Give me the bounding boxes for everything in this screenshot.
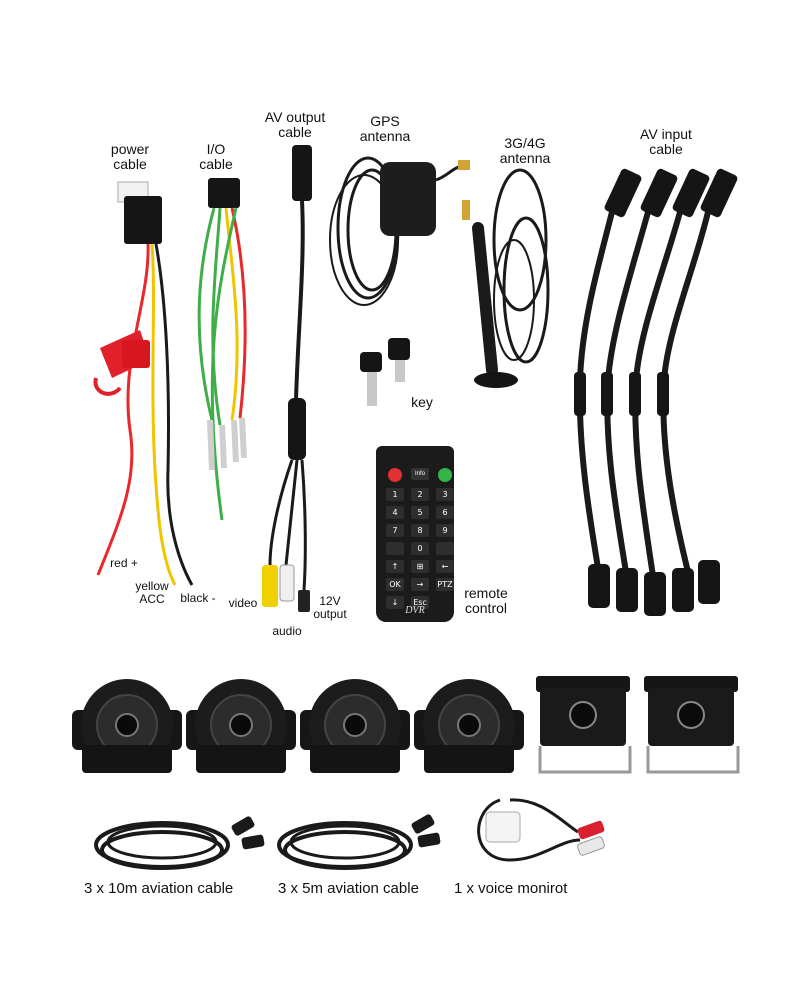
remote-key: ⊞	[411, 560, 429, 573]
dome-camera-4	[414, 679, 524, 773]
remote-key: Esc	[411, 596, 429, 609]
remote-key	[386, 542, 404, 555]
av-input-cable-image	[574, 168, 738, 616]
remote-key: ↓	[386, 596, 404, 609]
remote-key: ↑	[386, 560, 404, 573]
power-cable-image	[93, 181, 194, 586]
remote-key: 3	[436, 488, 454, 501]
3g4g-antenna-image	[462, 168, 550, 388]
remote-key: ←	[436, 560, 454, 573]
wire-red-label: red +	[110, 556, 138, 570]
remote-key: OK	[386, 578, 404, 591]
remote-info-key: Info	[411, 468, 429, 480]
remote-key: 6	[436, 506, 454, 519]
aviation-cable-5m-image	[277, 814, 441, 870]
box-camera-2	[644, 676, 740, 774]
av-output-cable-image	[262, 145, 312, 612]
key-image	[360, 338, 410, 406]
remote-green-key	[438, 468, 452, 482]
video-label: video	[228, 596, 258, 610]
remote-key	[436, 542, 454, 555]
remote-key: 7	[386, 524, 404, 537]
remote-power-key	[388, 468, 402, 482]
key-label: key	[411, 394, 433, 410]
aviation-cable-10m-caption: 3 x 10m aviation cable	[84, 880, 234, 897]
remote-key: 9	[436, 524, 454, 537]
dome-camera-2	[186, 679, 296, 773]
remote-brand: DVR	[405, 605, 425, 616]
remote-key: 4	[386, 506, 404, 519]
remote-key: 5	[411, 506, 429, 519]
aviation-cable-5m-caption: 3 x 5m aviation cable	[278, 880, 419, 897]
remote-key: 2	[411, 488, 429, 501]
voice-monitor-image	[477, 798, 605, 862]
box-camera-1	[536, 676, 632, 774]
dome-camera-3	[300, 679, 410, 773]
gps-antenna-image	[329, 156, 470, 306]
remote-key: 8	[411, 524, 429, 537]
remote-key: 1	[386, 488, 404, 501]
dome-camera-1	[72, 679, 182, 773]
wire-black-label: black -	[180, 591, 216, 605]
remote-key: PTZ	[436, 578, 454, 591]
remote-key: →	[411, 578, 429, 591]
io-cable-image	[197, 178, 247, 521]
remote-key: 0	[411, 542, 429, 555]
voice-monitor-caption: 1 x voice monirot	[454, 880, 568, 897]
audio-label: audio	[272, 624, 302, 638]
aviation-cable-10m-image	[94, 816, 265, 870]
